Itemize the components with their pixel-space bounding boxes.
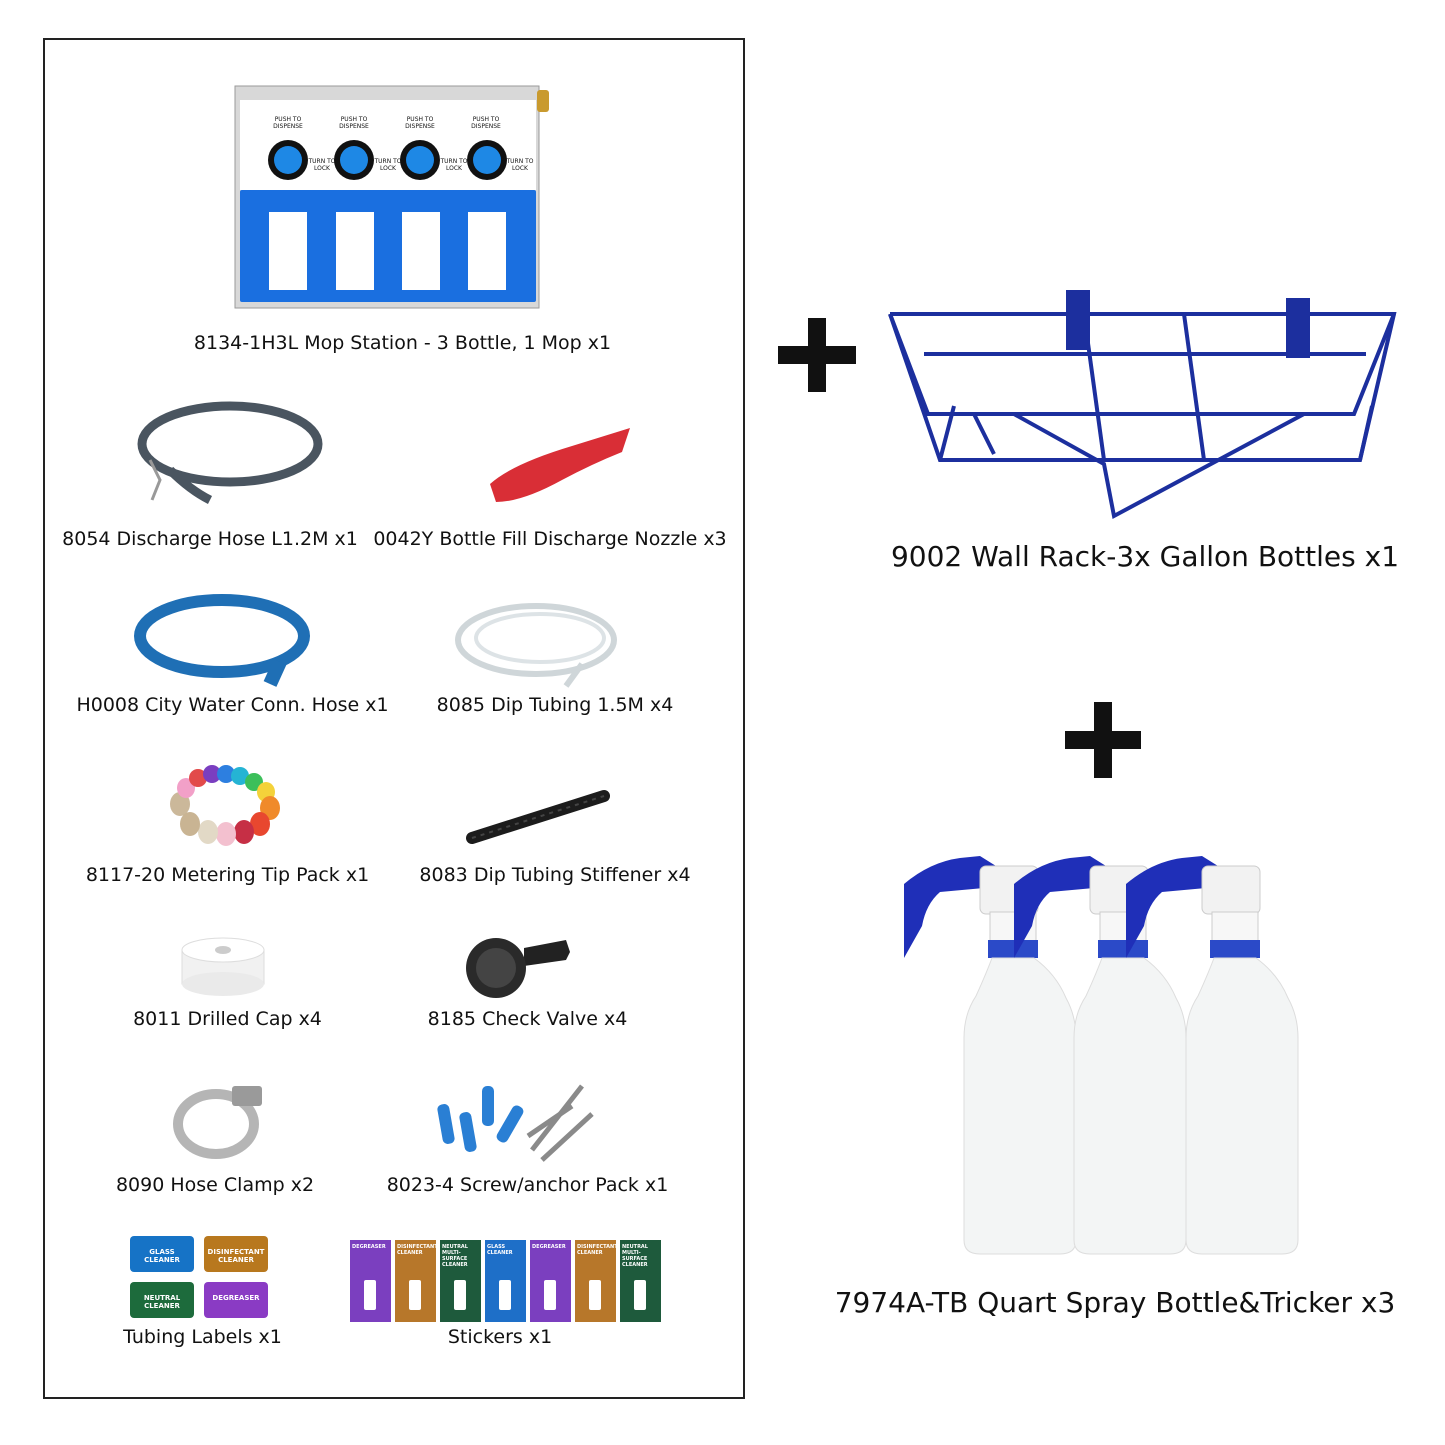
sticker-title: DEGREASER	[532, 1244, 566, 1250]
nozzle-caption: 0042Y Bottle Fill Discharge Nozzle x3	[373, 528, 727, 550]
sticker: GLASS CLEANER	[485, 1240, 526, 1322]
stiffener-caption: 8083 Dip Tubing Stiffener x4	[419, 864, 691, 886]
sticker: NEUTRAL MULTI-SURFACE CLEANER	[620, 1240, 661, 1322]
push-label: DISPENSE	[339, 123, 369, 130]
push-label: DISPENSE	[471, 123, 501, 130]
sticker-title: DEGREASER	[352, 1244, 386, 1250]
lock-label: LOCK	[446, 165, 462, 172]
metering-tip-icon	[170, 765, 280, 846]
stickers-image: DEGREASER DISINFECTANT CLEANER NEUTRAL MUL…	[350, 1240, 666, 1322]
sticker: DEGREASER	[350, 1240, 391, 1322]
push-label: DISPENSE	[273, 123, 303, 130]
spray-bottles-caption: 7974A-TB Quart Spray Bottle&Tricker x3	[834, 1286, 1396, 1319]
lock-label: LOCK	[380, 165, 396, 172]
drilled-cap-icon	[181, 937, 265, 996]
spray-bottle-icon	[454, 1280, 466, 1310]
spray-bottle-icon	[634, 1280, 646, 1310]
push-label: PUSH TO	[274, 116, 302, 123]
tubing-label-text: CLEANER	[144, 1256, 180, 1264]
push-label: PUSH TO	[340, 116, 368, 123]
stickers-caption: Stickers x1	[447, 1326, 553, 1348]
discharge-hose-caption: 8054 Discharge Hose L1.2M x1	[62, 528, 358, 550]
sticker-title: GLASS CLEANER	[487, 1244, 513, 1256]
wall-rack-caption: 9002 Wall Rack-3x Gallon Bottles x1	[890, 540, 1400, 573]
tubing-label-text: CLEANER	[218, 1256, 254, 1264]
sticker-title: DISINFECTANT CLEANER	[577, 1244, 616, 1256]
sticker: DISINFECTANT CLEANER	[575, 1240, 616, 1322]
lock-label: TURN TO	[374, 158, 402, 165]
city-water-hose-caption: H0008 City Water Conn. Hose x1	[76, 694, 389, 716]
push-label: PUSH TO	[406, 116, 434, 123]
tubing-label-text: DEGREASER	[212, 1294, 260, 1302]
spray-bottle-icon	[409, 1280, 421, 1310]
screw-pack-caption: 8023-4 Screw/anchor Pack x1	[386, 1174, 669, 1196]
metering-tips-caption: 8117-20 Metering Tip Pack x1	[85, 864, 370, 886]
sticker: NEUTRAL MULTI-SURFACE CLEANER	[440, 1240, 481, 1322]
push-label: PUSH TO	[472, 116, 500, 123]
tubing-label-text: CLEANER	[144, 1302, 180, 1310]
sticker: DEGREASER	[530, 1240, 571, 1322]
dip-tubing-caption: 8085 Dip Tubing 1.5M x4	[436, 694, 674, 716]
discharge-hose-image	[137, 401, 323, 505]
dip-tubing-image	[455, 603, 617, 688]
lock-label: LOCK	[314, 165, 330, 172]
screw-anchor-icon	[437, 1084, 594, 1162]
sticker-title: DISINFECTANT CLEANER	[397, 1244, 436, 1256]
spray-bottle-icon	[499, 1280, 511, 1310]
check-valve-caption: 8185 Check Valve x4	[427, 1008, 628, 1030]
lock-label: TURN TO	[440, 158, 468, 165]
sticker: DISINFECTANT CLEANER	[395, 1240, 436, 1322]
sticker-title: NEUTRAL MULTI-SURFACE CLEANER	[442, 1244, 468, 1268]
check-valve-icon	[466, 938, 570, 998]
spray-bottle-icon	[544, 1280, 556, 1310]
tubing-label: DEGREASER	[204, 1282, 268, 1318]
tubing-label-text: DISINFECTANT	[207, 1248, 265, 1256]
nozzle-image	[490, 428, 630, 502]
lock-label: TURN TO	[308, 158, 336, 165]
plus-icon	[778, 318, 856, 392]
sticker-title: NEUTRAL MULTI-SURFACE CLEANER	[622, 1244, 648, 1268]
hose-clamp-icon	[173, 1086, 262, 1159]
spray-bottles-image	[904, 855, 1299, 1255]
hose-clamp-caption: 8090 Hose Clamp x2	[115, 1174, 315, 1196]
tubing-labels-caption: Tubing Labels x1	[123, 1326, 282, 1348]
spray-bottle-icon	[589, 1280, 601, 1310]
dispenser-knob-icon	[268, 140, 507, 180]
kit-contents-frame	[43, 38, 745, 1399]
spray-bottle-icon	[364, 1280, 376, 1310]
lock-label: LOCK	[512, 165, 528, 172]
city-water-hose-image	[134, 594, 310, 687]
wall-rack-image	[888, 290, 1397, 520]
push-label: DISPENSE	[405, 123, 435, 130]
stiffener-image	[466, 790, 610, 844]
lock-label: TURN TO	[506, 158, 534, 165]
tubing-label-text: NEUTRAL	[143, 1294, 181, 1302]
drilled-cap-caption: 8011 Drilled Cap x4	[133, 1008, 322, 1030]
mop-station-panel	[240, 190, 536, 302]
mop-station-image	[234, 85, 549, 309]
tubing-label-text: GLASS	[149, 1248, 175, 1256]
plus-icon	[1065, 702, 1141, 778]
mop-station-caption: 8134-1H3L Mop Station - 3 Bottle, 1 Mop …	[193, 332, 612, 354]
